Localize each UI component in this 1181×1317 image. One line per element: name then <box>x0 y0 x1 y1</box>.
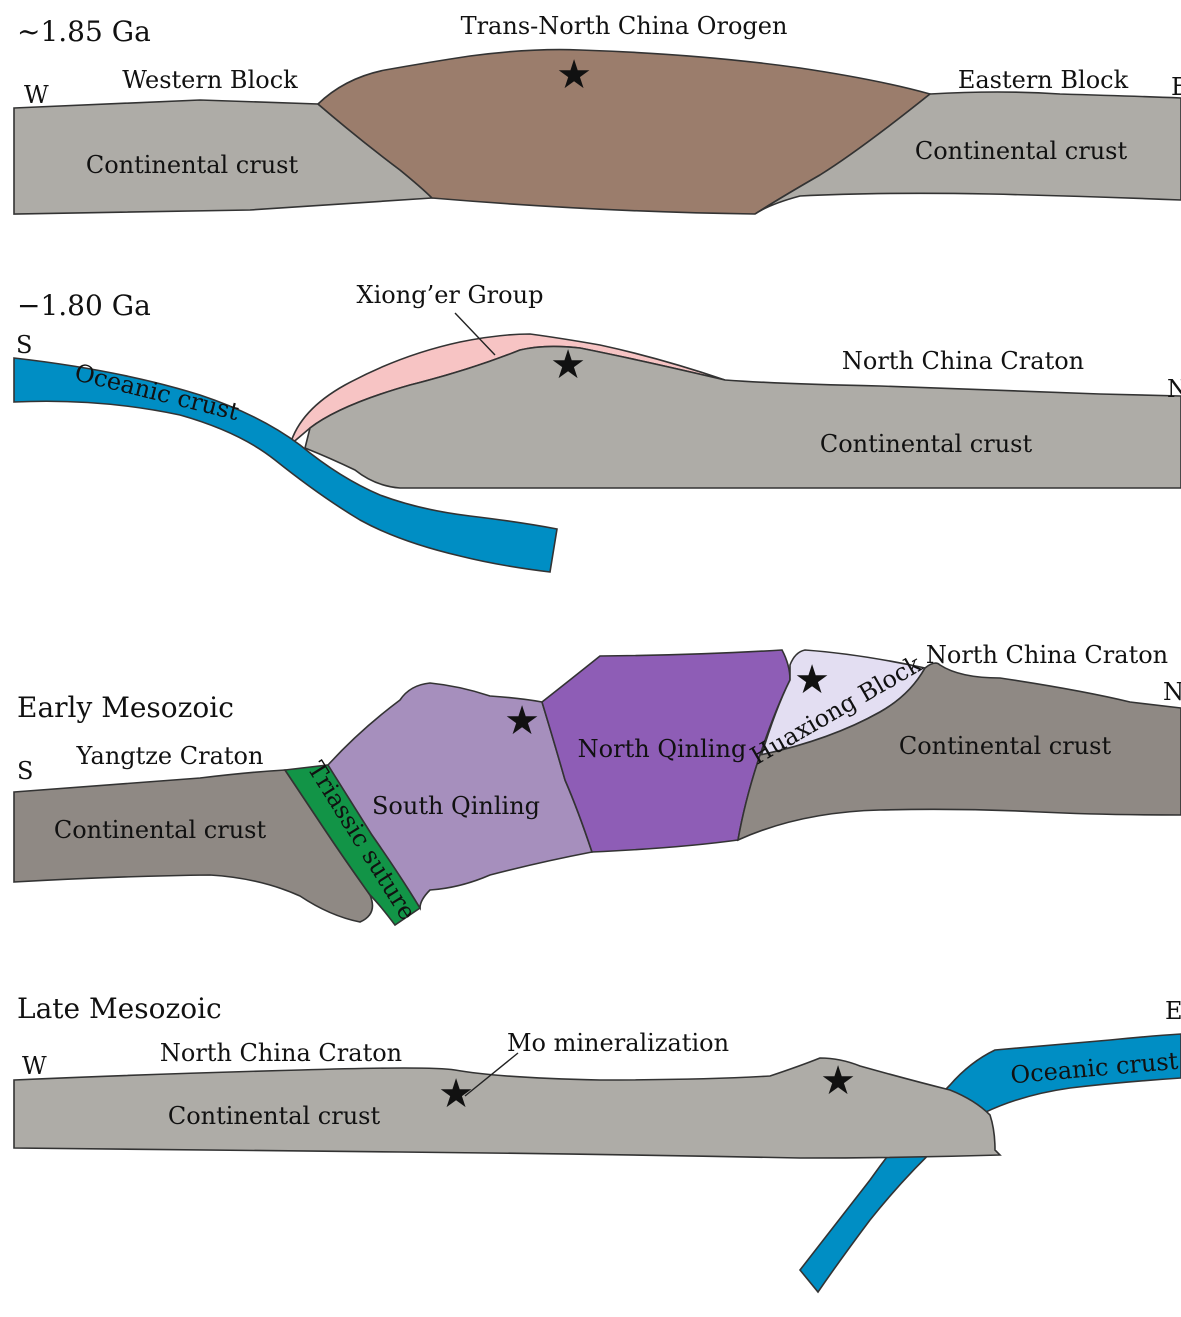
direction-east-label: E <box>1165 997 1181 1025</box>
mo-mineralization-label: Mo mineralization <box>507 1029 729 1057</box>
star-xionger-icon: ★ <box>550 342 586 388</box>
continental-crust-left-label: Continental crust <box>86 151 299 179</box>
continental-crust-right-label: Continental crust <box>915 137 1128 165</box>
continental-crust-label: Continental crust <box>820 430 1033 458</box>
star-orogen-icon: ★ <box>556 52 592 98</box>
direction-west-label: W <box>24 81 49 109</box>
continental-crust-left-label: Continental crust <box>54 816 267 844</box>
xionger-group-label: Xiong’er Group <box>357 281 544 309</box>
star-south-qinling-icon: ★ <box>504 698 540 744</box>
continental-crust-label: Continental crust <box>168 1102 381 1130</box>
eastern-block-label: Eastern Block <box>958 66 1129 94</box>
panel-2: ★ −1.80 Ga Xiong’er Group S N North Chin… <box>14 281 1181 572</box>
direction-east-label: E <box>1171 73 1181 101</box>
north-china-craton-label: North China Craton <box>926 641 1168 669</box>
direction-north-label: N <box>1167 375 1181 403</box>
north-china-craton-label: North China Craton <box>842 347 1084 375</box>
orogen-label: Trans-North China Orogen <box>461 12 788 40</box>
panel-4: ★ ★ Late Mesozoic W E North China Craton… <box>14 992 1181 1292</box>
south-qinling-label: South Qinling <box>372 792 540 820</box>
panel-3: ★ ★ Early Mesozoic S N Yangtze Craton Co… <box>14 641 1181 925</box>
age-label: Early Mesozoic <box>17 691 234 724</box>
north-qinling-label: North Qinling <box>578 735 747 763</box>
age-label: ~1.85 Ga <box>17 15 151 48</box>
north-china-craton-label: North China Craton <box>160 1039 402 1067</box>
direction-south-label: S <box>16 331 32 359</box>
age-label: Late Mesozoic <box>17 992 222 1025</box>
panel-1: ★ ~1.85 Ga Trans-North China Orogen West… <box>14 12 1181 214</box>
western-block-label: Western Block <box>122 66 298 94</box>
continental-crust-right-label: Continental crust <box>899 732 1112 760</box>
direction-south-label: S <box>17 757 33 785</box>
yangtze-craton-label: Yangtze Craton <box>76 742 264 770</box>
star-mo-right-icon: ★ <box>820 1058 856 1104</box>
direction-north-label: N <box>1163 678 1181 706</box>
direction-west-label: W <box>22 1052 47 1080</box>
star-huaxiong-icon: ★ <box>794 657 830 703</box>
age-label: −1.80 Ga <box>17 289 151 322</box>
